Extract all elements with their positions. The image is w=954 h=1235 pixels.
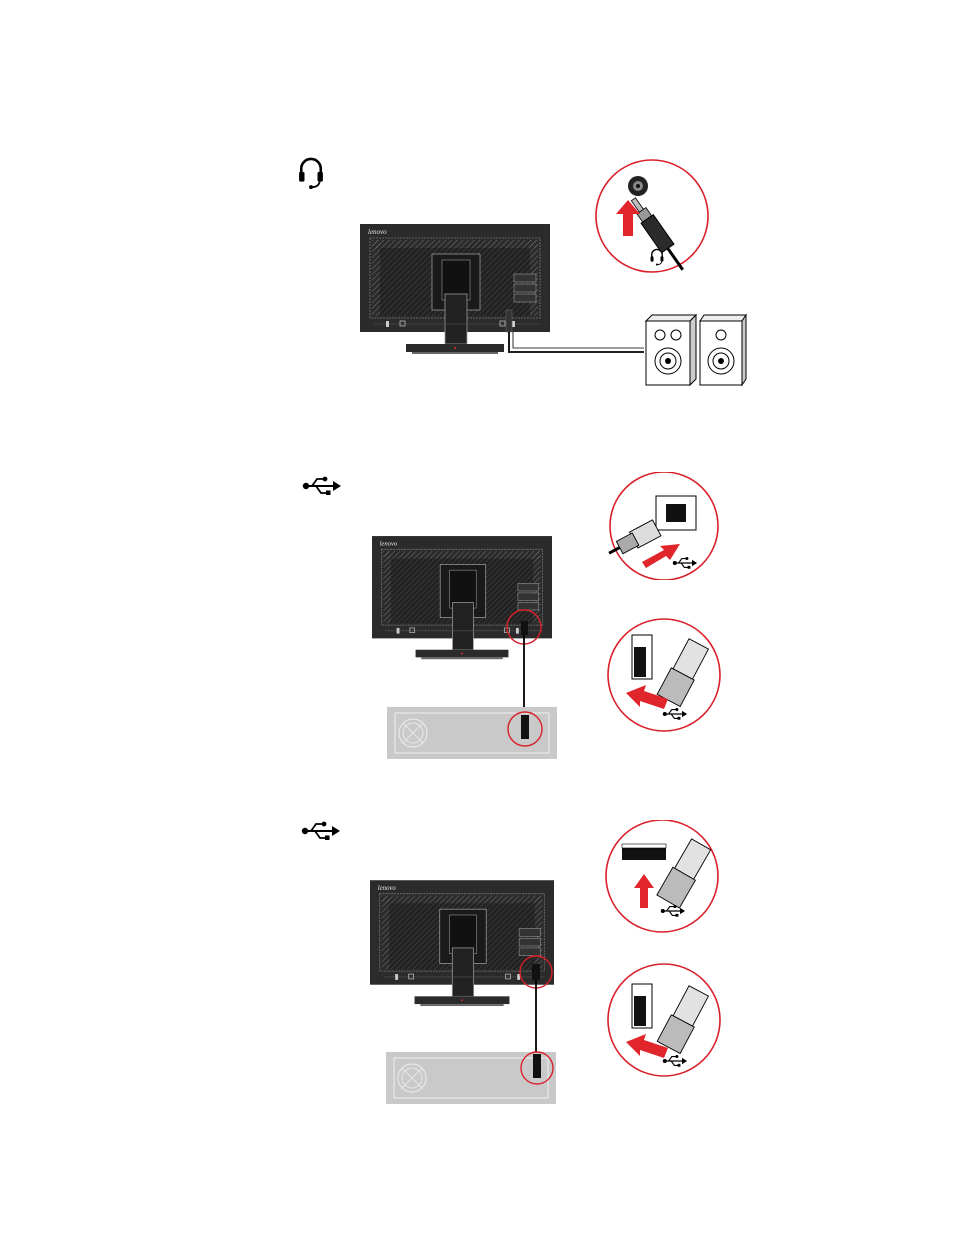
monitor-logo: lenovo [380, 541, 398, 548]
usb-type-b-callout [604, 472, 724, 580]
usb-type-a-callout-3 [604, 962, 724, 1080]
monitor-logo: lenovo [368, 228, 387, 236]
audio-jack-callout [592, 158, 712, 274]
monitor-logo: lenovo [378, 885, 397, 892]
speaker-left [646, 315, 696, 385]
speakers-illustration [642, 311, 748, 387]
headphone-icon [298, 156, 324, 190]
usb-type-a-callout-1 [604, 617, 724, 735]
usb-icon [301, 820, 341, 842]
usb-connection-highlight-2 [518, 1048, 558, 1092]
usb-type-a-callout-2 [602, 820, 722, 936]
usb-step-icon-2 [301, 820, 341, 842]
usb-icon [302, 475, 342, 497]
usb-connection-highlight-1 [505, 707, 545, 751]
usb-step-icon-1 [302, 475, 342, 497]
speaker-right [700, 315, 746, 385]
audio-cable [500, 300, 660, 370]
headphone-step-icon [298, 156, 324, 190]
